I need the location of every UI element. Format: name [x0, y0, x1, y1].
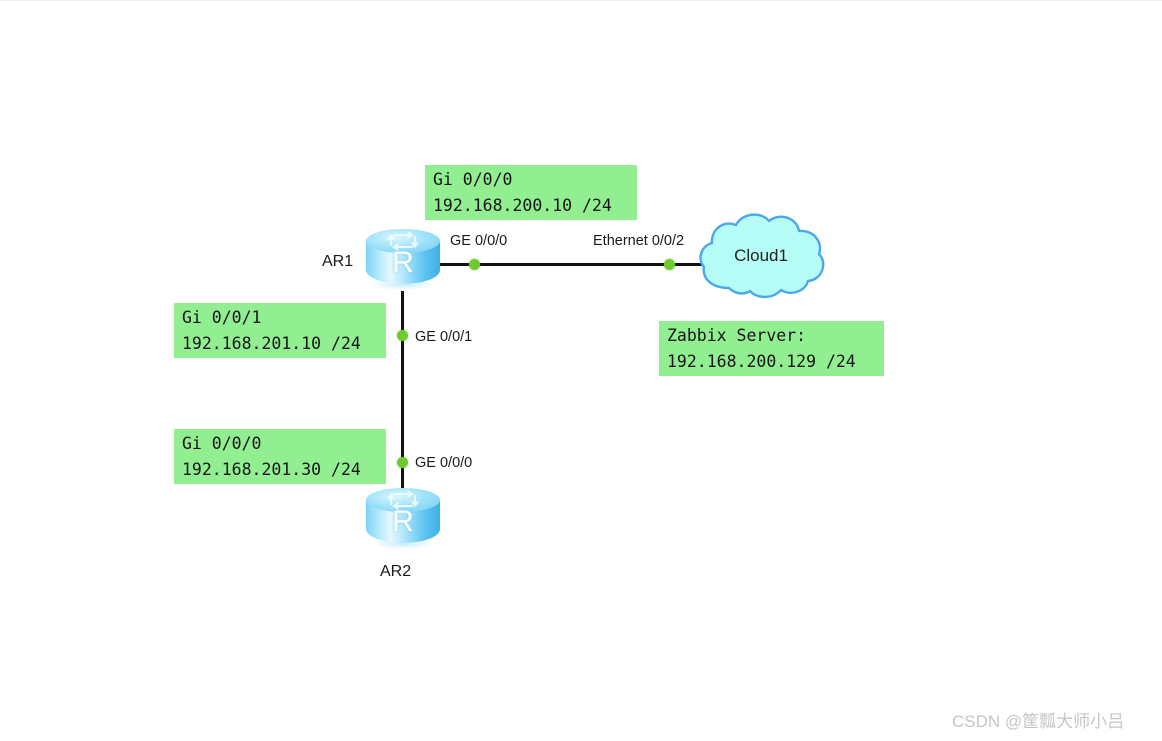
cloud-shape-icon [699, 213, 825, 299]
router-shadow [370, 279, 436, 290]
note-ar1-gi001: Gi 0/0/1 192.168.201.10 /24 [174, 303, 386, 358]
note-line-2: 192.168.201.30 /24 [182, 460, 361, 479]
device-cloud-cloud1[interactable]: Cloud1 [695, 210, 827, 306]
note-line-1: Gi 0/0/0 [182, 434, 262, 453]
iface-label-ar1-ge000: GE 0/0/0 [450, 233, 508, 249]
note-line-1: Gi 0/0/0 [433, 170, 513, 189]
note-zabbix-server: Zabbix Server: 192.168.200.129 /24 [659, 321, 884, 376]
note-line-2: 192.168.201.10 /24 [182, 334, 361, 353]
note-ar1-gi000: Gi 0/0/0 192.168.200.10 /24 [425, 165, 637, 220]
endpoint-ar2-ge000[interactable] [397, 457, 408, 468]
device-label-ar1: AR1 [322, 253, 354, 270]
router-arrows-icon [387, 231, 419, 251]
note-line-2: 192.168.200.129 /24 [667, 352, 856, 371]
router-arrows-icon [387, 490, 419, 510]
endpoint-ar1-ge001[interactable] [397, 330, 408, 341]
link-ar1-to-cloud1[interactable] [437, 263, 703, 266]
endpoint-ar1-ge000[interactable] [469, 259, 480, 270]
note-ar2-gi000: Gi 0/0/0 192.168.201.30 /24 [174, 429, 386, 484]
endpoint-cloud1-eth002[interactable] [664, 259, 675, 270]
router-shadow [370, 538, 436, 549]
note-line-1: Zabbix Server: [667, 326, 807, 345]
csdn-watermark: CSDN @筐瓢大师小吕 [952, 712, 1125, 731]
iface-label-ar2-ge000: GE 0/0/0 [415, 455, 473, 471]
device-router-ar1[interactable]: R [366, 229, 440, 291]
note-line-1: Gi 0/0/1 [182, 308, 262, 327]
note-line-2: 192.168.200.10 /24 [433, 196, 612, 215]
device-router-ar2[interactable]: R [366, 488, 440, 550]
iface-label-ar1-ge001: GE 0/0/1 [415, 329, 473, 345]
router-glyph: R [392, 246, 414, 279]
router-top [366, 229, 440, 253]
router-top [366, 488, 440, 512]
link-ar1-to-ar2[interactable] [401, 291, 404, 489]
device-label-cloud1: Cloud1 [734, 246, 788, 265]
device-label-ar2: AR2 [380, 563, 412, 580]
iface-label-cloud1-eth002: Ethernet 0/0/2 [593, 233, 685, 249]
router-glyph: R [392, 505, 414, 538]
